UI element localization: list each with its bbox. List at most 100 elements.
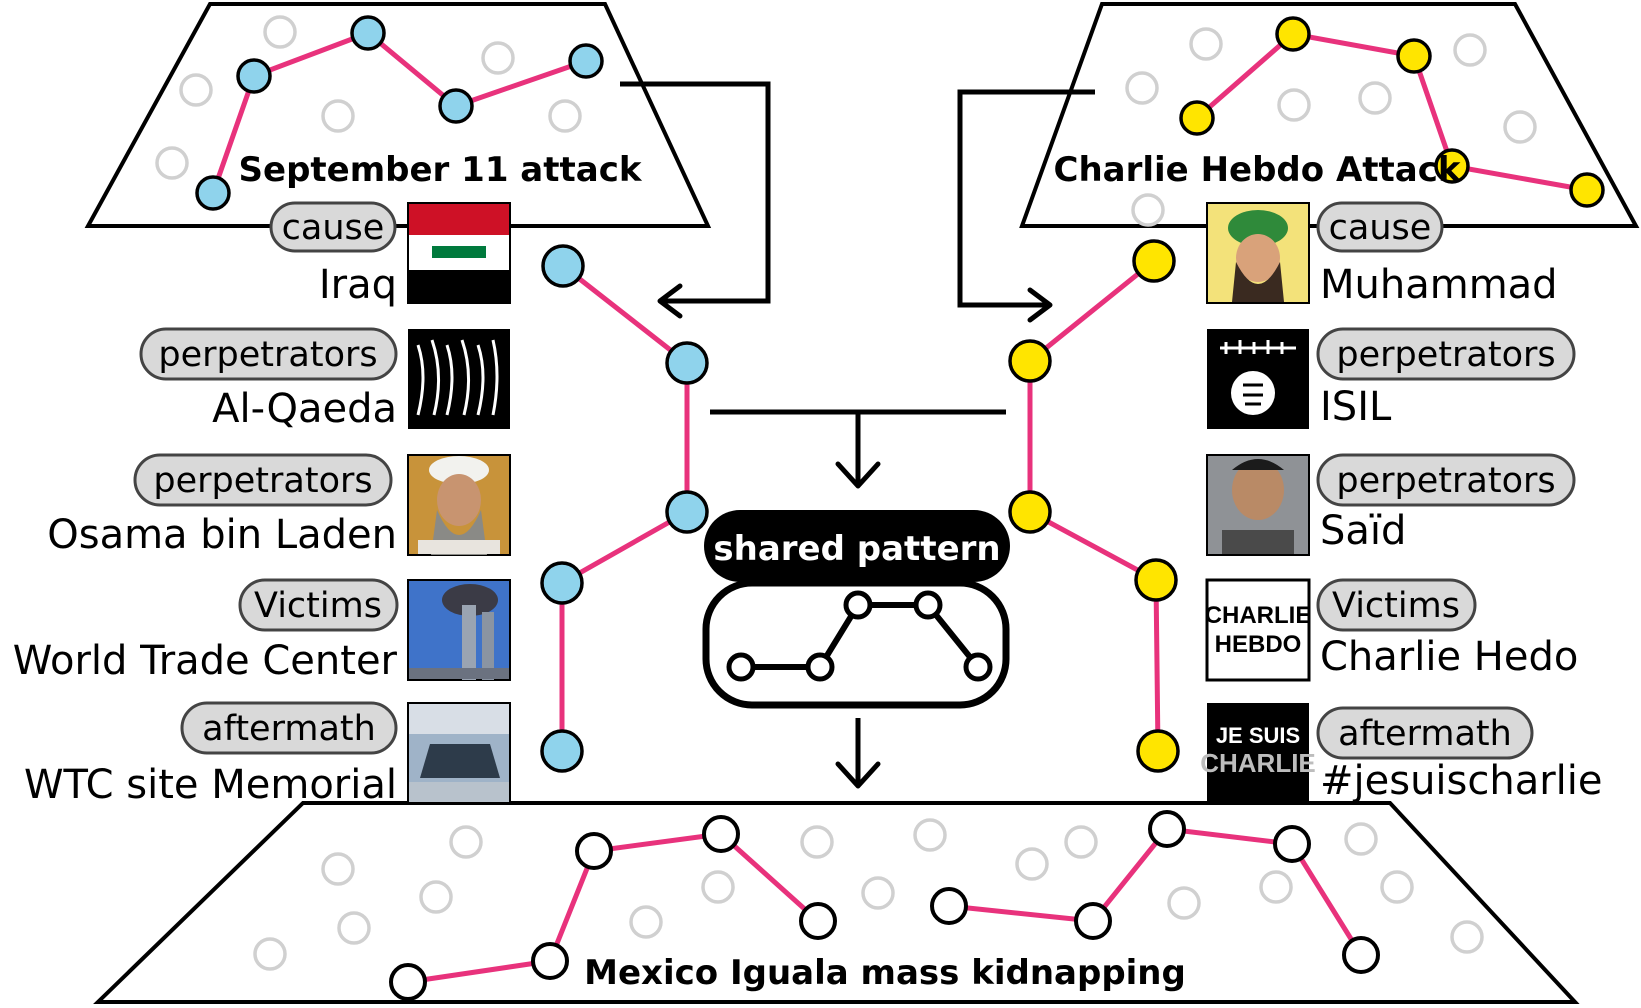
portrait-painting-icon bbox=[1206, 202, 1310, 304]
al-qaeda-flag-icon bbox=[408, 329, 510, 429]
pattern-node bbox=[531, 942, 569, 980]
bottom-event-plane: Mexico Iguala mass kidnapping bbox=[93, 801, 1580, 1004]
relation-tag-label: cause bbox=[282, 208, 385, 248]
ghost-node bbox=[1189, 27, 1223, 61]
ghost-node bbox=[253, 937, 287, 971]
ghost-node bbox=[155, 146, 189, 180]
pattern-node bbox=[541, 244, 585, 288]
ghost-node bbox=[1277, 88, 1311, 122]
ghost-node bbox=[800, 825, 834, 859]
ghost-node bbox=[337, 911, 371, 945]
shared-pattern-box: shared pattern bbox=[702, 510, 1010, 709]
pattern-node bbox=[540, 729, 584, 773]
right-entity-5: JE SUIS CHARLIE aftermath #jesuischarlie bbox=[1200, 703, 1603, 804]
ghost-node bbox=[1503, 110, 1537, 144]
pattern-node bbox=[665, 490, 709, 534]
left-entity-4: Victims World Trade Center bbox=[13, 578, 511, 684]
relation-tag bbox=[1316, 201, 1444, 253]
ghost-node bbox=[629, 905, 663, 939]
entity-label: WTC site Memorial bbox=[24, 762, 397, 808]
entity-label: ISIL bbox=[1320, 384, 1392, 430]
shared-pattern-label: shared pattern bbox=[713, 529, 1000, 569]
pattern-node bbox=[913, 590, 943, 620]
right-to-pattern-arrow bbox=[957, 89, 1095, 323]
entity-label: Saïd bbox=[1320, 508, 1406, 554]
merge-down-arrow bbox=[710, 409, 1006, 489]
pattern-node bbox=[438, 88, 474, 124]
bottom-plane-nodes bbox=[389, 810, 1380, 1001]
pattern-node bbox=[702, 815, 740, 853]
pattern-node bbox=[843, 590, 873, 620]
je-suis-charlie-icon: JE SUIS CHARLIE bbox=[1200, 703, 1316, 803]
relation-tag-label: perpetrators bbox=[153, 461, 372, 501]
right-vertical-pattern bbox=[1008, 239, 1180, 773]
right-event-plane: Charlie Hebdo Attack bbox=[1019, 2, 1640, 228]
pattern-node bbox=[1136, 729, 1180, 773]
pattern-node bbox=[726, 652, 756, 682]
ghost-node bbox=[1167, 886, 1201, 920]
burning-towers-photo-icon bbox=[407, 579, 511, 681]
relation-tag bbox=[238, 578, 399, 632]
left-entity-3: perpetrators Osama bin Laden bbox=[47, 453, 511, 558]
ghost-node bbox=[321, 852, 355, 886]
pattern-node bbox=[963, 652, 993, 682]
entity-label: Osama bin Laden bbox=[47, 512, 397, 558]
right-entity-4: CHARLIE HEBDO Victims Charlie Hedo bbox=[1205, 578, 1578, 682]
pattern-node bbox=[1569, 172, 1605, 208]
ghost-node bbox=[861, 876, 895, 910]
left-entity-1: cause Iraq bbox=[269, 201, 511, 308]
pattern-node bbox=[1008, 339, 1052, 383]
ghost-node bbox=[179, 73, 213, 107]
entity-label: Al-Qaeda bbox=[212, 386, 397, 432]
relation-tag bbox=[139, 327, 398, 381]
arrowhead-icon bbox=[1027, 287, 1053, 323]
pattern-node bbox=[1179, 100, 1215, 136]
right-entity-3: perpetrators Saïd bbox=[1206, 453, 1576, 556]
charlie-logo-line1: CHARLIE bbox=[1205, 602, 1312, 629]
pattern-to-bottom-arrow bbox=[835, 718, 881, 789]
relation-tag bbox=[1316, 578, 1477, 632]
pattern-node bbox=[1275, 16, 1311, 52]
portrait-photo-icon bbox=[1206, 454, 1310, 556]
relation-tag-label: perpetrators bbox=[1336, 335, 1555, 375]
pattern-node bbox=[1273, 825, 1311, 863]
pattern-node bbox=[1008, 490, 1052, 534]
isil-flag-icon bbox=[1207, 329, 1309, 429]
pattern-node bbox=[540, 561, 584, 605]
relation-tag bbox=[269, 201, 397, 253]
left-vertical-pattern bbox=[540, 244, 709, 773]
entity-label: Iraq bbox=[319, 262, 397, 308]
ghost-node bbox=[1064, 825, 1098, 859]
left-plane-ghost-nodes bbox=[155, 15, 582, 180]
pattern-node bbox=[930, 887, 968, 925]
right-plane-title: Charlie Hebdo Attack bbox=[1054, 150, 1462, 190]
ghost-node bbox=[1015, 847, 1049, 881]
relation-tag-label: aftermath bbox=[1338, 714, 1512, 754]
pattern-node bbox=[799, 902, 837, 940]
entity-label: #jesuischarlie bbox=[1320, 758, 1603, 804]
pattern-node bbox=[236, 58, 272, 94]
relation-tag-label: Victims bbox=[254, 586, 382, 626]
ghost-node bbox=[1450, 920, 1484, 954]
memorial-photo-icon bbox=[407, 702, 511, 804]
entity-label: Muhammad bbox=[1320, 262, 1558, 308]
right-plane-ghost-nodes bbox=[1125, 27, 1537, 227]
left-to-pattern-arrow bbox=[620, 81, 771, 319]
pattern-node bbox=[1074, 902, 1112, 940]
relation-tag-label: cause bbox=[1329, 208, 1432, 248]
charlie-logo-line2: HEBDO bbox=[1215, 631, 1302, 658]
shared-pattern-label-pill bbox=[704, 510, 1010, 582]
pattern-node bbox=[1342, 936, 1380, 974]
bottom-plane-title: Mexico Iguala mass kidnapping bbox=[584, 953, 1186, 993]
ghost-node bbox=[1131, 193, 1165, 227]
right-entity-list: cause Muhammad perpetrators ISIL bbox=[1200, 201, 1603, 804]
left-plane-shape bbox=[84, 1, 712, 228]
relation-tag bbox=[1316, 453, 1576, 507]
ghost-node bbox=[701, 870, 735, 904]
left-entity-5: aftermath WTC site Memorial bbox=[24, 701, 511, 808]
right-plane-nodes bbox=[1179, 16, 1605, 208]
pattern-node bbox=[805, 652, 835, 682]
pattern-node bbox=[350, 15, 386, 51]
relation-tag bbox=[180, 701, 398, 755]
